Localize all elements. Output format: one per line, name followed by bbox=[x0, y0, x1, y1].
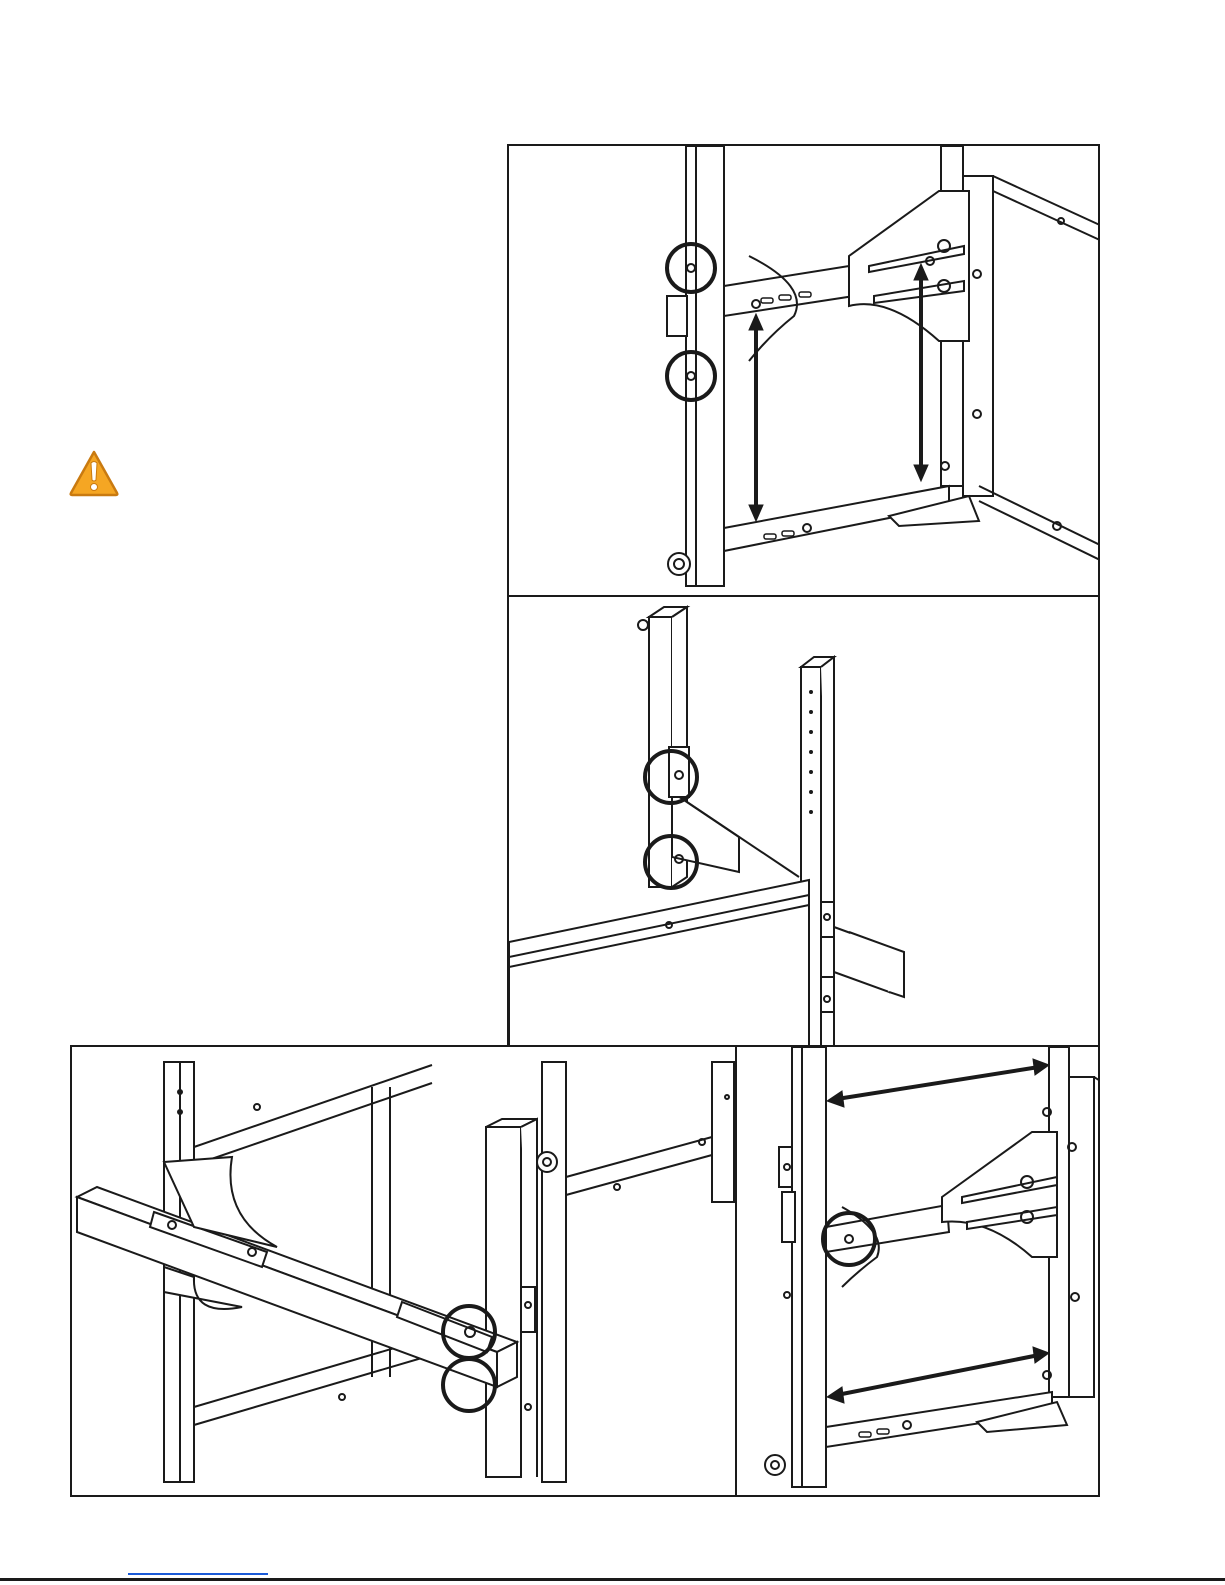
warning-triangle-icon bbox=[68, 449, 120, 497]
double-arrow-icon bbox=[827, 1347, 1049, 1403]
footer-link-underline[interactable] bbox=[128, 1573, 268, 1575]
double-arrow-icon bbox=[827, 1059, 1049, 1107]
figure-c bbox=[70, 1045, 738, 1497]
double-arrow-icon bbox=[749, 314, 763, 521]
figure-b bbox=[507, 595, 1100, 1047]
footer-rule bbox=[0, 1578, 1225, 1581]
figure-d bbox=[735, 1045, 1100, 1497]
figure-a bbox=[507, 144, 1100, 597]
